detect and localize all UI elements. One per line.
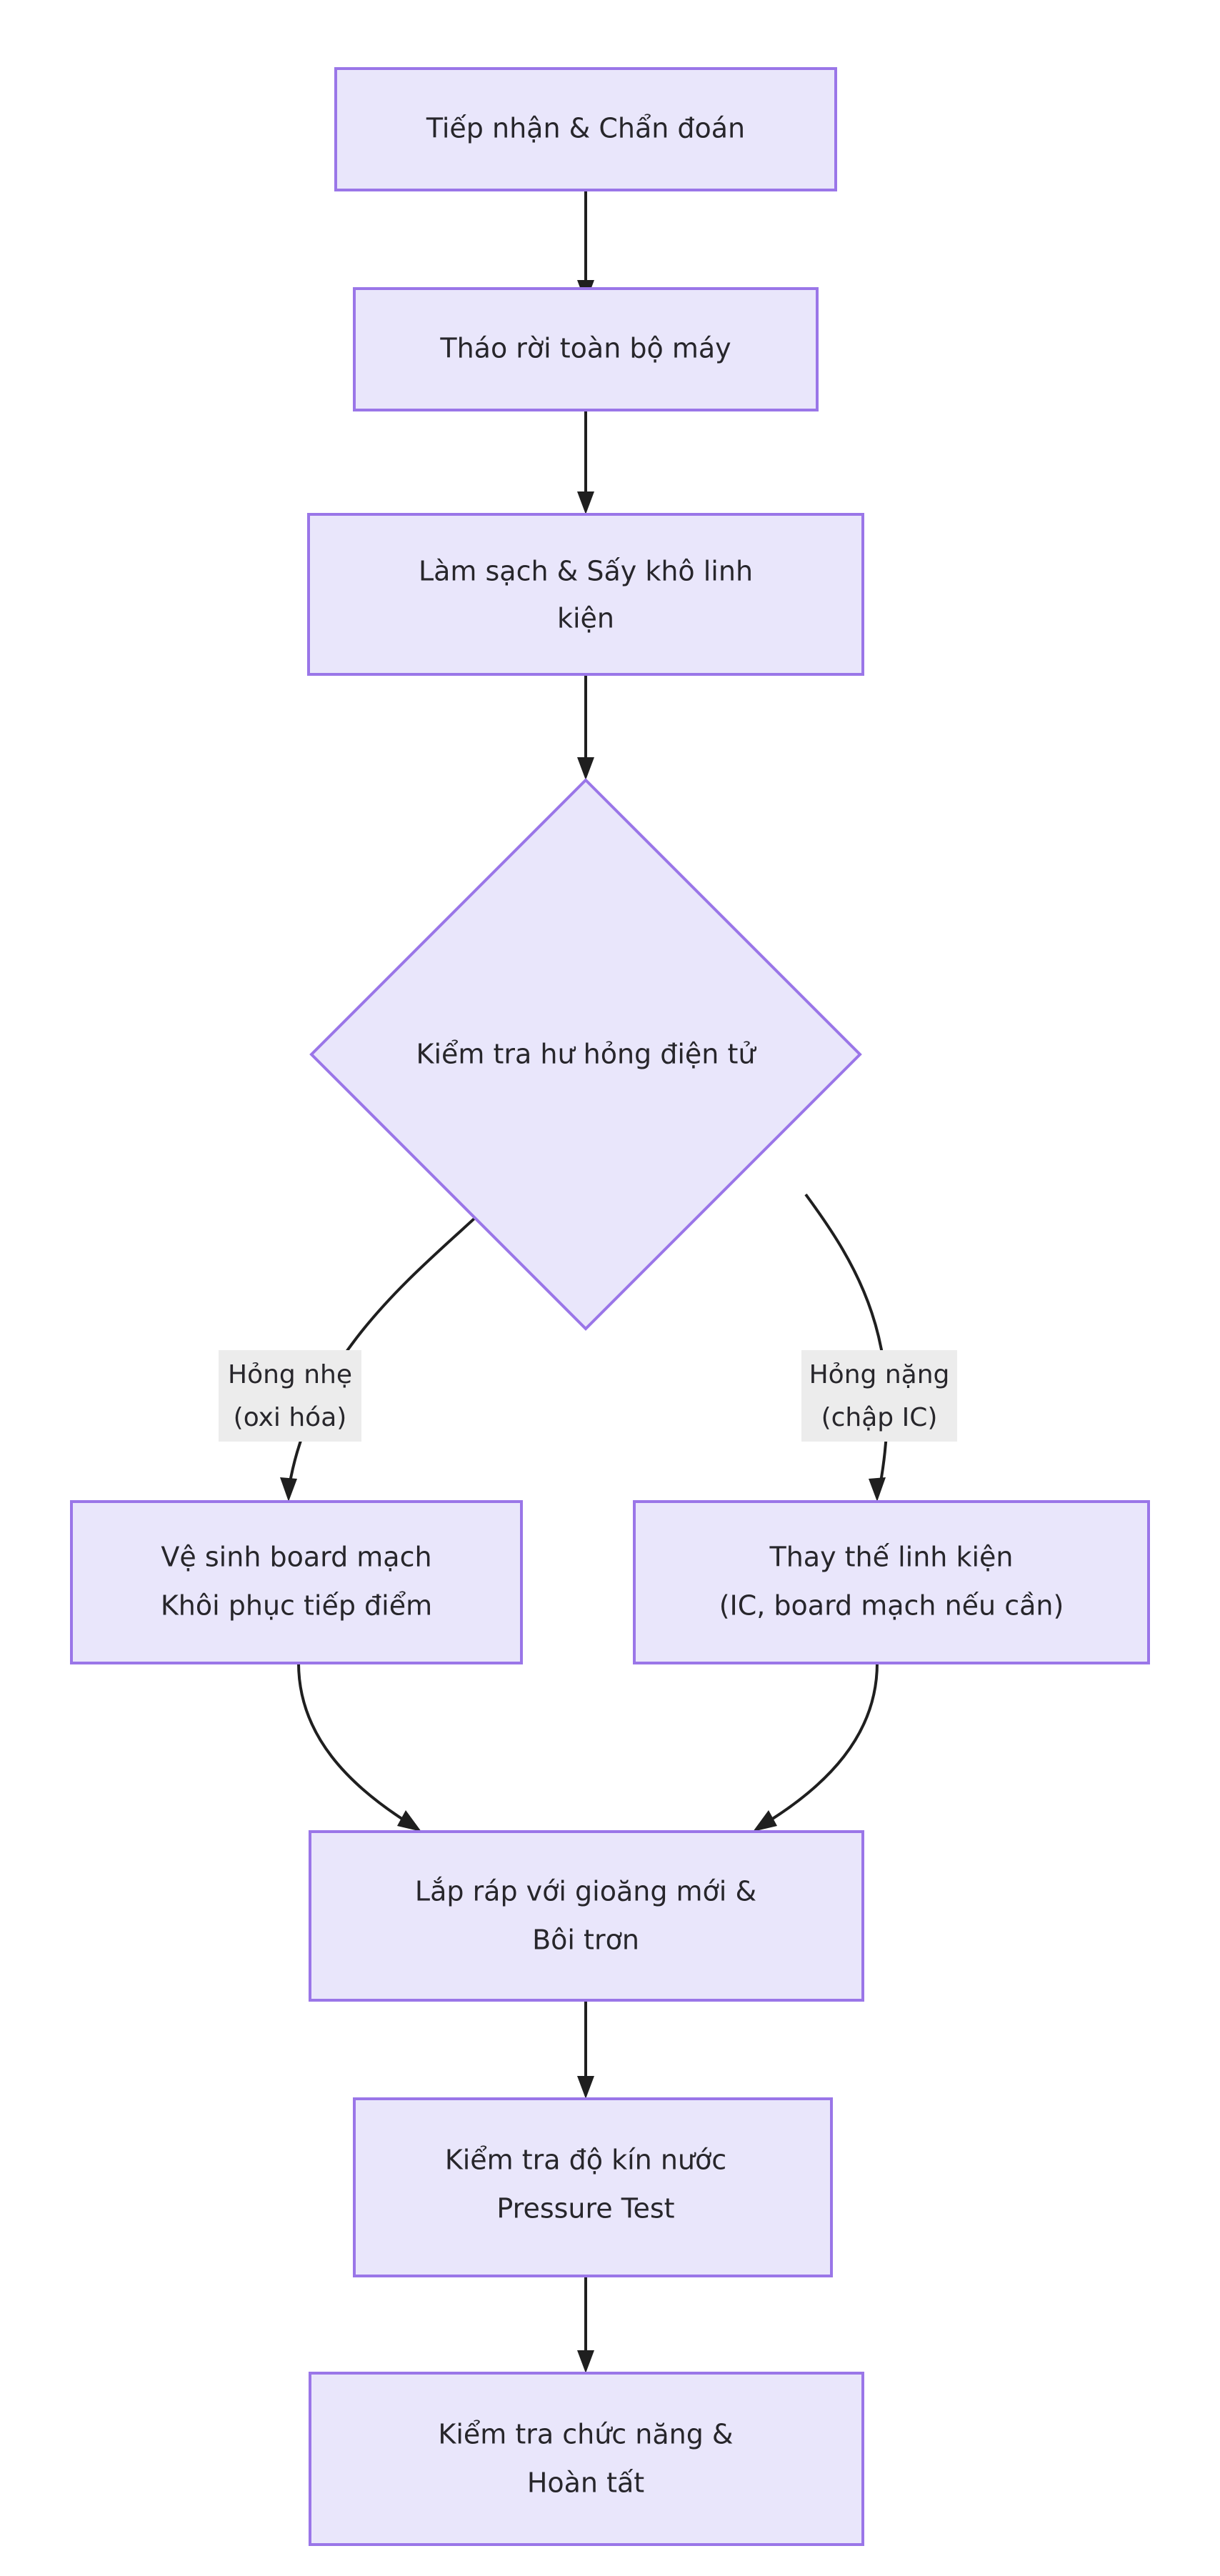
node-label-line1: Tháo rời toàn bộ máy bbox=[439, 333, 731, 364]
edge-n4-n5 bbox=[280, 1193, 501, 1502]
edge-line bbox=[297, 1662, 410, 1824]
edge-label-group: Hỏng nhẹ (oxi hóa) Hỏng nặng (chập IC) bbox=[219, 1350, 957, 1442]
arrowhead-icon bbox=[577, 757, 594, 780]
edge-n5-n7 bbox=[297, 1662, 421, 1832]
node-label-line2: Bôi trơn bbox=[532, 1924, 639, 1956]
arrowhead-icon bbox=[577, 2350, 594, 2373]
node-lam-sach-say-kho-linh-kien[interactable]: Làm sạch & Sấy khô linh kiện bbox=[307, 513, 864, 676]
edge-n6-n7 bbox=[753, 1662, 879, 1832]
node-label-line2: (IC, board mạch nếu cần) bbox=[719, 1590, 1064, 1622]
node-shape-rect[interactable] bbox=[309, 2372, 864, 2546]
node-kiem-tra-do-kin-nuoc[interactable]: Kiểm tra độ kín nước Pressure Test bbox=[353, 2097, 833, 2277]
edge-label-left-line1: Hỏng nhẹ bbox=[228, 1360, 352, 1389]
edge-n4-n6 bbox=[804, 1193, 889, 1502]
node-label-line1: Tiếp nhận & Chẩn đoán bbox=[426, 113, 745, 144]
edge-n3-n4 bbox=[577, 674, 594, 780]
node-shape-diamond[interactable] bbox=[309, 778, 862, 1331]
node-ve-sinh-board-mach[interactable]: Vệ sinh board mạch Khôi phục tiếp điểm bbox=[70, 1500, 523, 1664]
edge-label-right-background bbox=[801, 1350, 957, 1442]
edge-n7-n8 bbox=[577, 2000, 594, 2099]
node-shape-rect[interactable] bbox=[334, 67, 837, 191]
node-group: Tiếp nhận & Chẩn đoán Tháo rời toàn bộ m… bbox=[70, 67, 1150, 2546]
arrowhead-icon bbox=[577, 491, 594, 514]
node-tiep-nhan-chan-doan[interactable]: Tiếp nhận & Chẩn đoán bbox=[334, 67, 837, 191]
node-label-line1: Thay thế linh kiện bbox=[769, 1542, 1014, 1573]
edge-label-right-line2: (chập IC) bbox=[821, 1403, 938, 1432]
node-lap-rap-gioang-moi[interactable]: Lắp ráp với gioăng mới & Bôi trơn bbox=[309, 1830, 864, 2002]
node-label-line2: Khôi phục tiếp điểm bbox=[161, 1590, 432, 1622]
node-kiem-tra-hu-hong-dien-tu[interactable]: Kiểm tra hư hỏng điện tử bbox=[309, 778, 862, 1331]
arrowhead-icon bbox=[397, 1810, 421, 1832]
node-thao-roi-toan-bo-may[interactable]: Tháo rời toàn bộ máy bbox=[353, 287, 819, 411]
edge-label-left: Hỏng nhẹ (oxi hóa) bbox=[219, 1350, 361, 1442]
arrowhead-icon bbox=[753, 1810, 777, 1832]
node-label-line2: Pressure Test bbox=[496, 2193, 674, 2225]
node-label-line2: kiện bbox=[557, 603, 614, 634]
node-label-line2: Hoàn tất bbox=[527, 2467, 644, 2499]
edge-line bbox=[764, 1662, 879, 1824]
edge-line bbox=[288, 1193, 501, 1487]
node-label-line1: Làm sạch & Sấy khô linh bbox=[419, 556, 753, 587]
node-label-line1: Kiểm tra chức năng & bbox=[438, 2419, 733, 2450]
edge-label-right: Hỏng nặng (chập IC) bbox=[801, 1350, 957, 1442]
node-shape-rect[interactable] bbox=[70, 1500, 523, 1664]
node-label-line1: Vệ sinh board mạch bbox=[161, 1542, 431, 1573]
node-shape-rect[interactable] bbox=[353, 2097, 833, 2277]
node-kiem-tra-chuc-nang-hoan-tat[interactable]: Kiểm tra chức năng & Hoàn tất bbox=[309, 2372, 864, 2546]
node-shape-rect[interactable] bbox=[633, 1500, 1150, 1664]
edge-group bbox=[280, 190, 889, 2373]
node-thay-the-linh-kien[interactable]: Thay thế linh kiện (IC, board mạch nếu c… bbox=[633, 1500, 1150, 1664]
node-label-line1: Kiểm tra độ kín nước bbox=[445, 2145, 726, 2176]
node-label-line1: Kiểm tra hư hỏng điện tử bbox=[416, 1039, 757, 1070]
node-label-line1: Lắp ráp với gioăng mới & bbox=[415, 1876, 756, 1907]
edge-line bbox=[804, 1193, 889, 1487]
node-shape-rect[interactable] bbox=[307, 513, 864, 676]
edge-label-left-background bbox=[219, 1350, 361, 1442]
node-shape-rect[interactable] bbox=[353, 287, 819, 411]
arrowhead-icon bbox=[577, 2076, 594, 2099]
edge-n2-n3 bbox=[577, 410, 594, 514]
edge-n1-n2 bbox=[577, 190, 594, 303]
arrowhead-icon bbox=[869, 1477, 886, 1502]
edge-n8-n9 bbox=[577, 2276, 594, 2373]
edge-label-right-line1: Hỏng nặng bbox=[809, 1360, 950, 1389]
edge-label-left-line2: (oxi hóa) bbox=[234, 1403, 347, 1432]
node-shape-rect[interactable] bbox=[309, 1830, 864, 2002]
arrowhead-icon bbox=[280, 1477, 297, 1502]
